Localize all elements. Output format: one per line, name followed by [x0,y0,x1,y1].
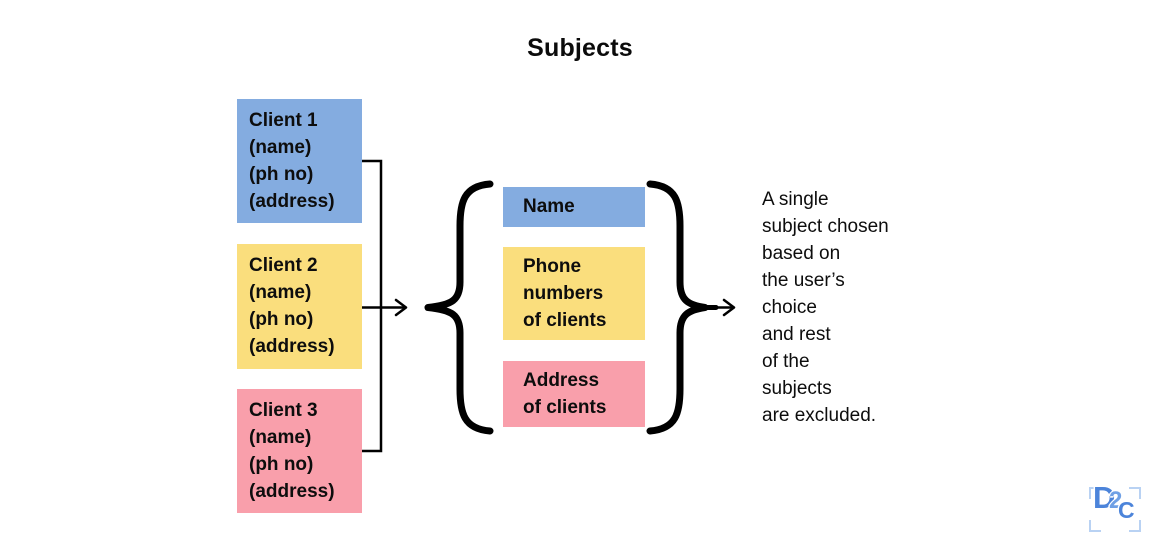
subject-phone-box: Phone numbers of clients [503,247,645,340]
logo-letter-c: C [1118,497,1135,523]
logo-frame-corner [1089,520,1101,532]
annotation-text: A single subject chosen based on the use… [762,189,889,426]
logo-frame-corner [1129,520,1141,532]
left-brace [424,180,494,435]
subject-address-box: Address of clients [503,361,645,427]
client-3-box: Client 3 (name) (ph no) (address) [237,389,362,513]
logo-frame-corner [1129,487,1141,499]
logo-letter-2: 2 [1109,487,1123,514]
logo-letter-d: D [1093,480,1116,515]
client-1-box: Client 1 (name) (ph no) (address) [237,99,362,223]
clients-connector-line [362,159,383,453]
clients-arrow-head [394,298,408,317]
diagram-title: Subjects [527,34,633,62]
client-2-box: Client 2 (name) (ph no) (address) [237,244,362,369]
right-brace [646,180,709,435]
subject-name-box: Name [503,187,645,227]
result-arrow-head [722,298,736,317]
logo-frame-corner [1089,487,1101,499]
d2c-logo: D 2 C [1089,480,1143,533]
